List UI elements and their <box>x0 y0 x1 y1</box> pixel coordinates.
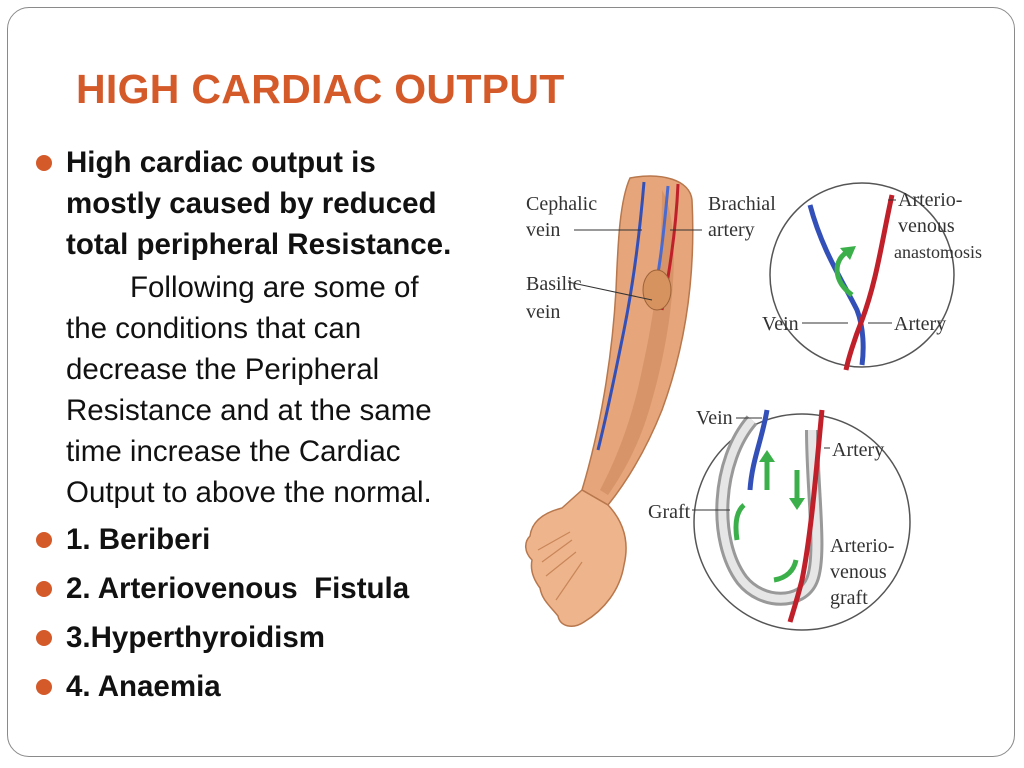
bullet-icon <box>36 630 52 646</box>
graft-loop-inner <box>718 417 821 603</box>
vein-bottom <box>747 409 770 491</box>
vein-top <box>807 204 866 366</box>
label-avg-2: venous <box>830 561 887 583</box>
cephalic-vein-line <box>596 181 646 451</box>
label-basilic-2: vein <box>526 301 560 323</box>
label-avg-3: graft <box>830 587 868 609</box>
forearm-shading <box>600 190 674 495</box>
list-item-text: 1. Beriberi <box>66 523 211 556</box>
artery-bottom <box>787 409 825 623</box>
leader-line <box>567 281 653 301</box>
list-item: 1. Beriberi <box>30 519 520 568</box>
para-line: Following are some of <box>66 267 520 308</box>
para-line: Output to above the normal. <box>66 476 432 509</box>
arrowhead-top <box>840 246 856 260</box>
label-avg-1: Arterio- <box>830 535 894 557</box>
label-brachial: Brachial <box>708 193 776 215</box>
bullet-icon <box>36 581 52 597</box>
slide-body: High cardiac output is mostly caused by … <box>30 142 520 715</box>
para-line: decrease the Peripheral <box>66 353 380 386</box>
bullet-icon <box>36 155 52 171</box>
flow-arrow-top <box>834 249 854 297</box>
intro-line: mostly caused by reduced <box>66 187 437 220</box>
label-graft: Graft <box>648 501 691 523</box>
list-item-text: 4. Anaemia <box>66 670 221 703</box>
label-artery-top: Artery <box>894 313 946 335</box>
conditions-list: 1. Beriberi 2. Arteriovenous Fistula 3.H… <box>30 519 520 715</box>
list-item: 3.Hyperthyroidism <box>30 617 520 666</box>
intro-bullet: High cardiac output is mostly caused by … <box>30 142 520 265</box>
slide-frame <box>7 7 1015 757</box>
arteriovenous-fistula-illustration: Cephalic vein Basilic vein Brachial arte… <box>525 175 982 631</box>
para-line: Resistance and at the same <box>66 394 432 427</box>
list-item-text: 3.Hyperthyroidism <box>66 621 326 654</box>
label-brachial-2: artery <box>708 219 755 241</box>
intro-line: total peripheral Resistance. <box>66 228 452 261</box>
arrowhead-b2 <box>789 498 805 510</box>
flow-arrow-bottom-4 <box>773 559 799 583</box>
arrowhead-b1 <box>759 450 775 462</box>
list-item: 2. Arteriovenous Fistula <box>30 568 520 617</box>
label-vein-bottom: Vein <box>696 407 733 429</box>
para-line-text: Following are some of <box>130 271 419 304</box>
artery-top <box>843 194 895 371</box>
magnified-view-bottom <box>693 413 911 631</box>
list-item-text: 2. Arteriovenous Fistula <box>66 572 410 605</box>
label-vein-top: Vein <box>762 313 799 335</box>
para-line: time increase the Cardiac <box>66 435 401 468</box>
description-paragraph: Following are some of the conditions tha… <box>30 267 520 513</box>
bullet-icon <box>36 679 52 695</box>
label-cephalic: Cephalic <box>526 193 597 215</box>
label-av-1: Arterio- <box>898 189 962 211</box>
list-item: 4. Anaemia <box>30 666 520 715</box>
flow-arrow-bottom-3 <box>733 503 746 541</box>
slide-title: HIGH CARDIAC OUTPUT <box>76 66 565 112</box>
finger-lines <box>537 531 583 601</box>
fistula-site <box>642 269 672 311</box>
label-basilic: Basilic <box>526 273 582 295</box>
bullet-icon <box>36 532 52 548</box>
label-av-3: anastomosis <box>894 242 982 262</box>
label-cephalic-2: vein <box>526 219 560 241</box>
label-av-2: venous <box>898 215 955 237</box>
label-artery-bottom: Artery <box>832 439 884 461</box>
intro-line: High cardiac output is <box>66 146 376 179</box>
para-line: the conditions that can <box>66 312 362 345</box>
hand-shape <box>525 489 627 628</box>
